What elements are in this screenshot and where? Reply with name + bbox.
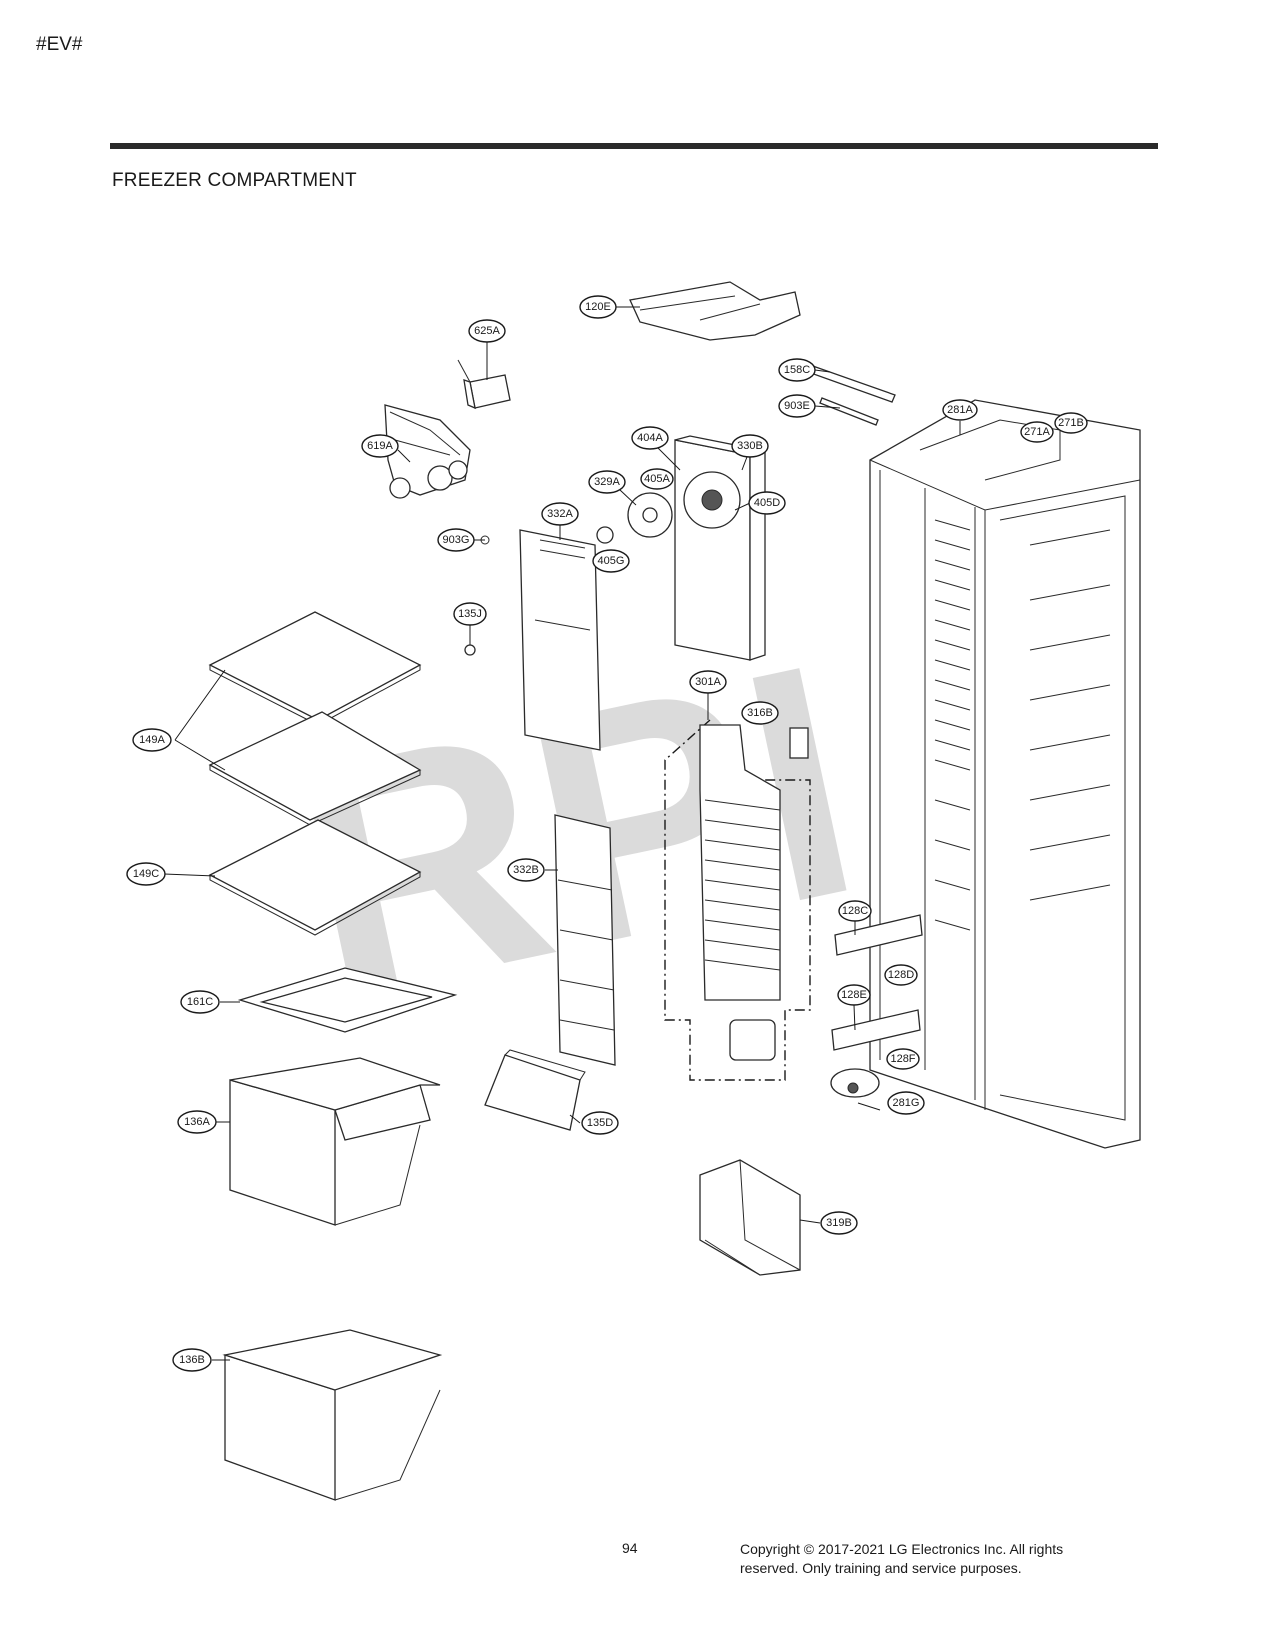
- callout-128C: 128C: [838, 900, 872, 922]
- svg-text:135D: 135D: [587, 1117, 613, 1129]
- callout-903G: 903G: [437, 528, 475, 552]
- callout-135J: 135J: [453, 602, 487, 626]
- callout-136B: 136B: [172, 1348, 212, 1372]
- callout-625A: 625A: [468, 319, 506, 343]
- svg-text:149A: 149A: [139, 734, 165, 746]
- svg-text:319B: 319B: [826, 1217, 852, 1229]
- part-cabinet: [869, 399, 1141, 1149]
- svg-text:158C: 158C: [784, 364, 810, 376]
- part-cover-lower: [554, 814, 616, 1066]
- page-number: 94: [622, 1540, 638, 1556]
- part-module: [457, 359, 511, 410]
- callout-136A: 136A: [177, 1110, 217, 1134]
- svg-text:316B: 316B: [747, 707, 773, 719]
- callout-149A: 149A: [132, 728, 172, 752]
- header-rule: [110, 143, 1158, 149]
- callout-271A: 271A: [1020, 421, 1054, 443]
- callout-135D: 135D: [581, 1111, 619, 1135]
- svg-text:903E: 903E: [784, 400, 810, 412]
- callout-158C: 158C: [778, 358, 816, 382]
- svg-text:135J: 135J: [458, 608, 482, 620]
- svg-text:120E: 120E: [585, 301, 611, 313]
- callout-903E: 903E: [778, 394, 816, 418]
- callout-332A: 332A: [541, 502, 579, 526]
- svg-text:903G: 903G: [443, 534, 470, 546]
- callout-128F: 128F: [886, 1048, 920, 1070]
- callout-128E: 128E: [837, 984, 871, 1006]
- svg-text:405G: 405G: [598, 555, 625, 567]
- callout-405D: 405D: [748, 491, 786, 515]
- svg-text:404A: 404A: [637, 432, 663, 444]
- callout-271B: 271B: [1054, 412, 1088, 434]
- section-title: FREEZER COMPARTMENT: [112, 170, 357, 191]
- svg-text:128D: 128D: [888, 969, 914, 981]
- callout-120E: 120E: [579, 295, 617, 319]
- part-fan-housing: [674, 435, 766, 661]
- part-cover-upper: [480, 529, 601, 751]
- svg-text:330B: 330B: [737, 440, 763, 452]
- svg-text:301A: 301A: [695, 676, 721, 688]
- svg-text:136A: 136A: [184, 1116, 210, 1128]
- svg-text:281A: 281A: [947, 404, 973, 416]
- svg-text:332B: 332B: [513, 864, 539, 876]
- callout-281A: 281A: [942, 399, 978, 421]
- svg-text:405D: 405D: [754, 497, 780, 509]
- callout-301A: 301A: [689, 670, 727, 694]
- part-bracket: [699, 1159, 801, 1276]
- part-fan-blade: [596, 492, 673, 544]
- svg-text:329A: 329A: [594, 476, 620, 488]
- svg-text:625A: 625A: [474, 325, 500, 337]
- part-drawer-frame: [237, 967, 458, 1033]
- svg-text:405A: 405A: [644, 473, 670, 485]
- part-shelf-3: [208, 819, 422, 936]
- callout-619A: 619A: [361, 434, 399, 458]
- part-drawer-upper: [229, 1057, 441, 1226]
- part-strip: [807, 364, 896, 426]
- callout-161C: 161C: [180, 990, 220, 1014]
- part-rail-upper: [834, 914, 923, 956]
- svg-text:149C: 149C: [133, 868, 159, 880]
- svg-text:332A: 332A: [547, 508, 573, 520]
- part-drawer-cover: [484, 1049, 586, 1131]
- copyright-notice: Copyright © 2017-2021 LG Electronics Inc…: [740, 1540, 1140, 1578]
- callout-329A: 329A: [588, 470, 626, 494]
- svg-text:128E: 128E: [841, 989, 867, 1001]
- callout-281G: 281G: [887, 1091, 925, 1115]
- copyright-line-2: reserved. Only training and service purp…: [740, 1560, 1022, 1576]
- svg-text:281G: 281G: [893, 1097, 920, 1109]
- svg-text:128F: 128F: [890, 1053, 915, 1065]
- part-top-duct: [629, 281, 801, 341]
- leader-lines: [163, 306, 961, 1361]
- callout-128D: 128D: [884, 964, 918, 986]
- callout-316B: 316B: [741, 701, 779, 725]
- callout-404A: 404A: [631, 426, 669, 450]
- callout-319B: 319B: [820, 1211, 858, 1235]
- part-cap: [464, 644, 476, 656]
- svg-text:161C: 161C: [187, 996, 213, 1008]
- svg-text:136B: 136B: [179, 1354, 205, 1366]
- part-rail-lower: [831, 1009, 921, 1051]
- part-roller-clip: [830, 1068, 880, 1098]
- svg-text:128C: 128C: [842, 905, 868, 917]
- part-drawer-lower: [222, 1329, 443, 1501]
- part-water-valve: [384, 404, 471, 499]
- callout-330B: 330B: [731, 434, 769, 458]
- svg-text:271B: 271B: [1058, 417, 1084, 429]
- callout-149C: 149C: [126, 862, 166, 886]
- copyright-line-1: Copyright © 2017-2021 LG Electronics Inc…: [740, 1541, 1064, 1557]
- part-evaporator: [664, 719, 811, 1081]
- svg-text:271A: 271A: [1024, 426, 1050, 438]
- svg-text:619A: 619A: [367, 440, 393, 452]
- corner-tag: #EV#: [36, 34, 83, 55]
- callout-332B: 332B: [507, 858, 545, 882]
- callout-405A: 405A: [640, 468, 674, 490]
- callout-405G: 405G: [592, 549, 630, 573]
